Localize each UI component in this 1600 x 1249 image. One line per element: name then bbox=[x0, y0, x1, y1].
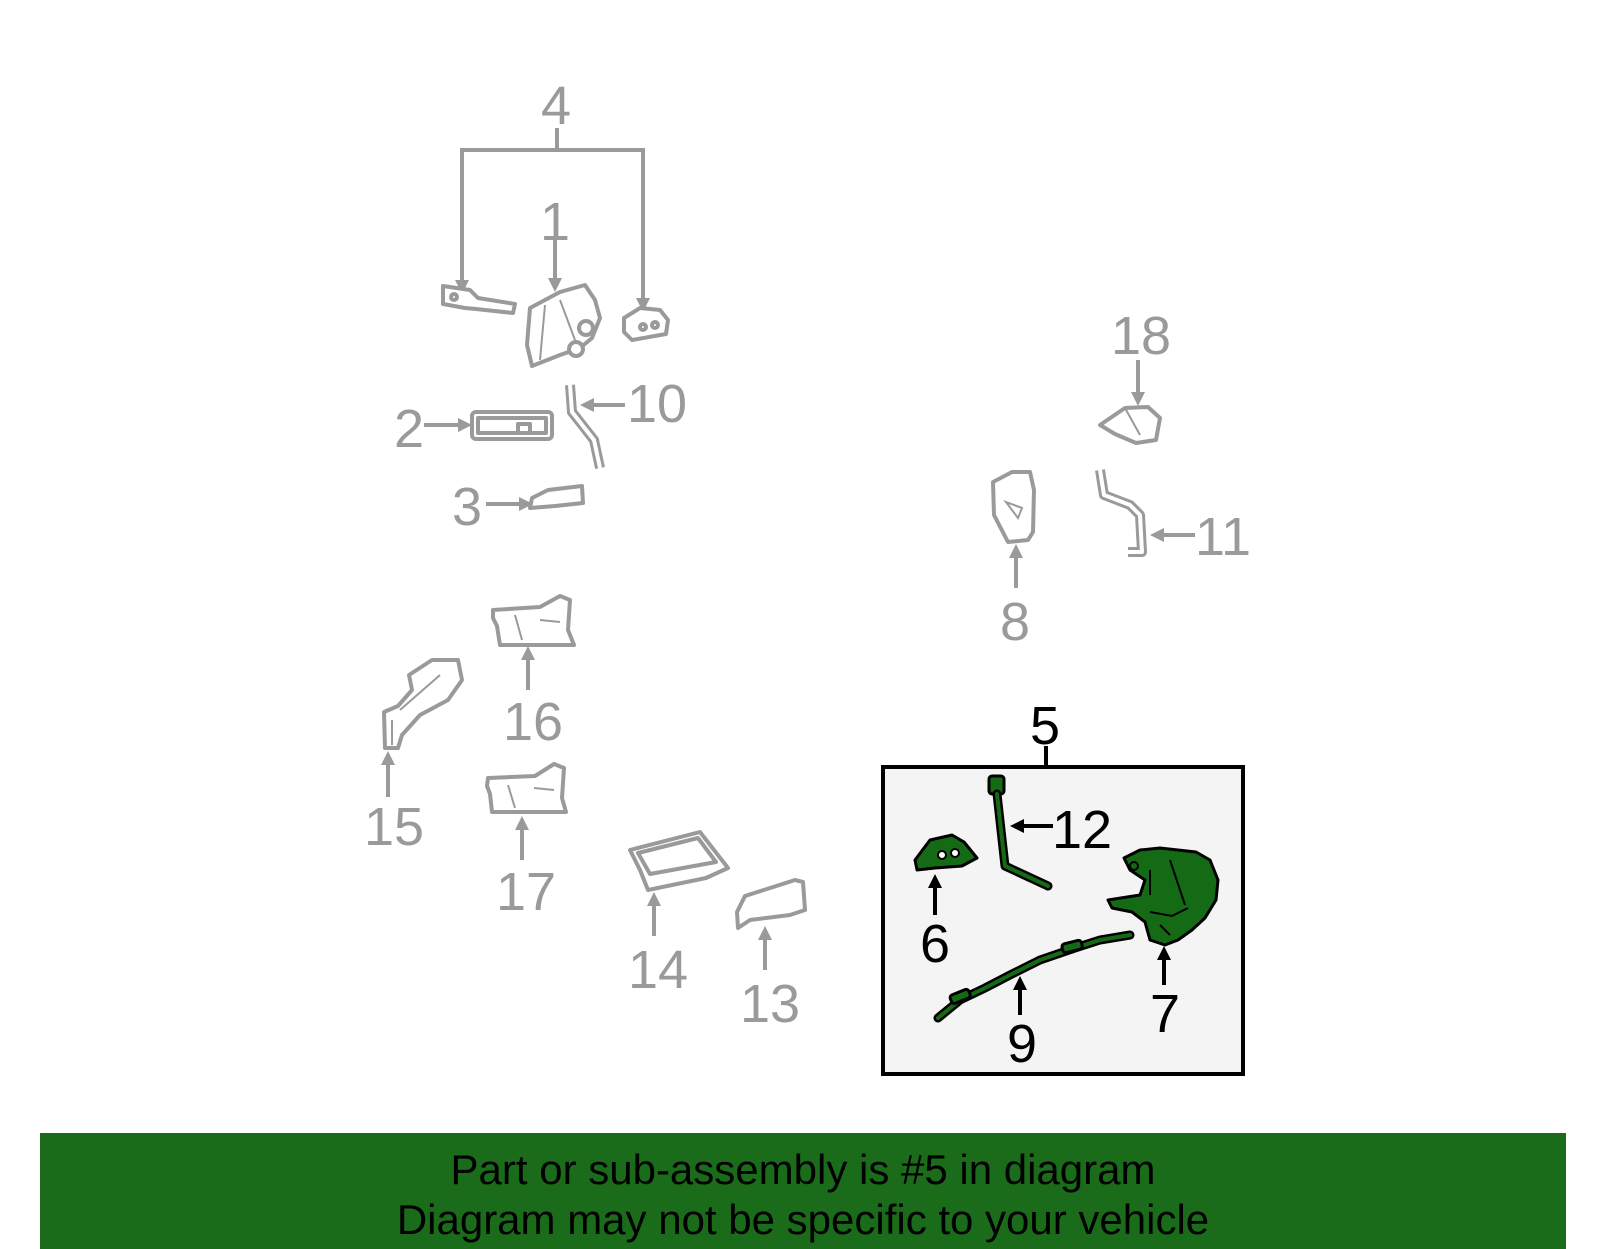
label-1[interactable]: 1 bbox=[540, 192, 570, 252]
part-1-door-lock[interactable] bbox=[525, 283, 602, 368]
label-12[interactable]: 12 bbox=[1052, 800, 1112, 860]
part-3-clip[interactable] bbox=[528, 484, 585, 510]
label-10[interactable]: 10 bbox=[627, 374, 687, 434]
banner-line-1: Part or sub-assembly is #5 in diagram bbox=[450, 1146, 1156, 1193]
label-18[interactable]: 18 bbox=[1111, 306, 1171, 366]
label-15[interactable]: 15 bbox=[364, 797, 424, 857]
label-8[interactable]: 8 bbox=[1000, 592, 1030, 652]
label-5[interactable]: 5 bbox=[1030, 696, 1060, 756]
part-12-rod[interactable] bbox=[987, 774, 1053, 891]
part-9-cable[interactable] bbox=[933, 930, 1135, 1023]
label-13[interactable]: 13 bbox=[740, 974, 800, 1034]
part-13-pad[interactable] bbox=[735, 878, 807, 930]
label-4[interactable]: 4 bbox=[541, 76, 571, 136]
banner-line-2: Diagram may not be specific to your vehi… bbox=[396, 1196, 1210, 1243]
label-6[interactable]: 6 bbox=[920, 914, 950, 974]
part-4-left-bracket[interactable] bbox=[441, 284, 517, 315]
part-16-bracket[interactable] bbox=[491, 594, 576, 647]
label-7[interactable]: 7 bbox=[1150, 984, 1180, 1044]
label-17[interactable]: 17 bbox=[496, 862, 556, 922]
label-3[interactable]: 3 bbox=[452, 477, 482, 537]
part-7-latch[interactable] bbox=[1106, 846, 1220, 947]
info-banner: Part or sub-assembly is #5 in diagram Di… bbox=[40, 1133, 1566, 1249]
part-15-cable[interactable] bbox=[382, 658, 464, 750]
label-11[interactable]: 11 bbox=[1195, 507, 1251, 567]
label-2[interactable]: 2 bbox=[394, 399, 424, 459]
part-6-clip[interactable] bbox=[913, 833, 979, 872]
label-16[interactable]: 16 bbox=[503, 692, 563, 752]
part-17-bracket[interactable] bbox=[485, 762, 568, 814]
part-10-rod[interactable] bbox=[565, 384, 605, 470]
part-8-striker[interactable] bbox=[991, 470, 1036, 544]
label-9[interactable]: 9 bbox=[1007, 1014, 1037, 1074]
part-2-handle[interactable] bbox=[470, 410, 554, 441]
part-14-tray[interactable] bbox=[628, 830, 730, 892]
label-14[interactable]: 14 bbox=[628, 940, 688, 1000]
part-4-right-bracket[interactable] bbox=[622, 306, 670, 342]
part-11-rod[interactable] bbox=[1095, 469, 1147, 557]
part-18-cap[interactable] bbox=[1098, 405, 1162, 445]
